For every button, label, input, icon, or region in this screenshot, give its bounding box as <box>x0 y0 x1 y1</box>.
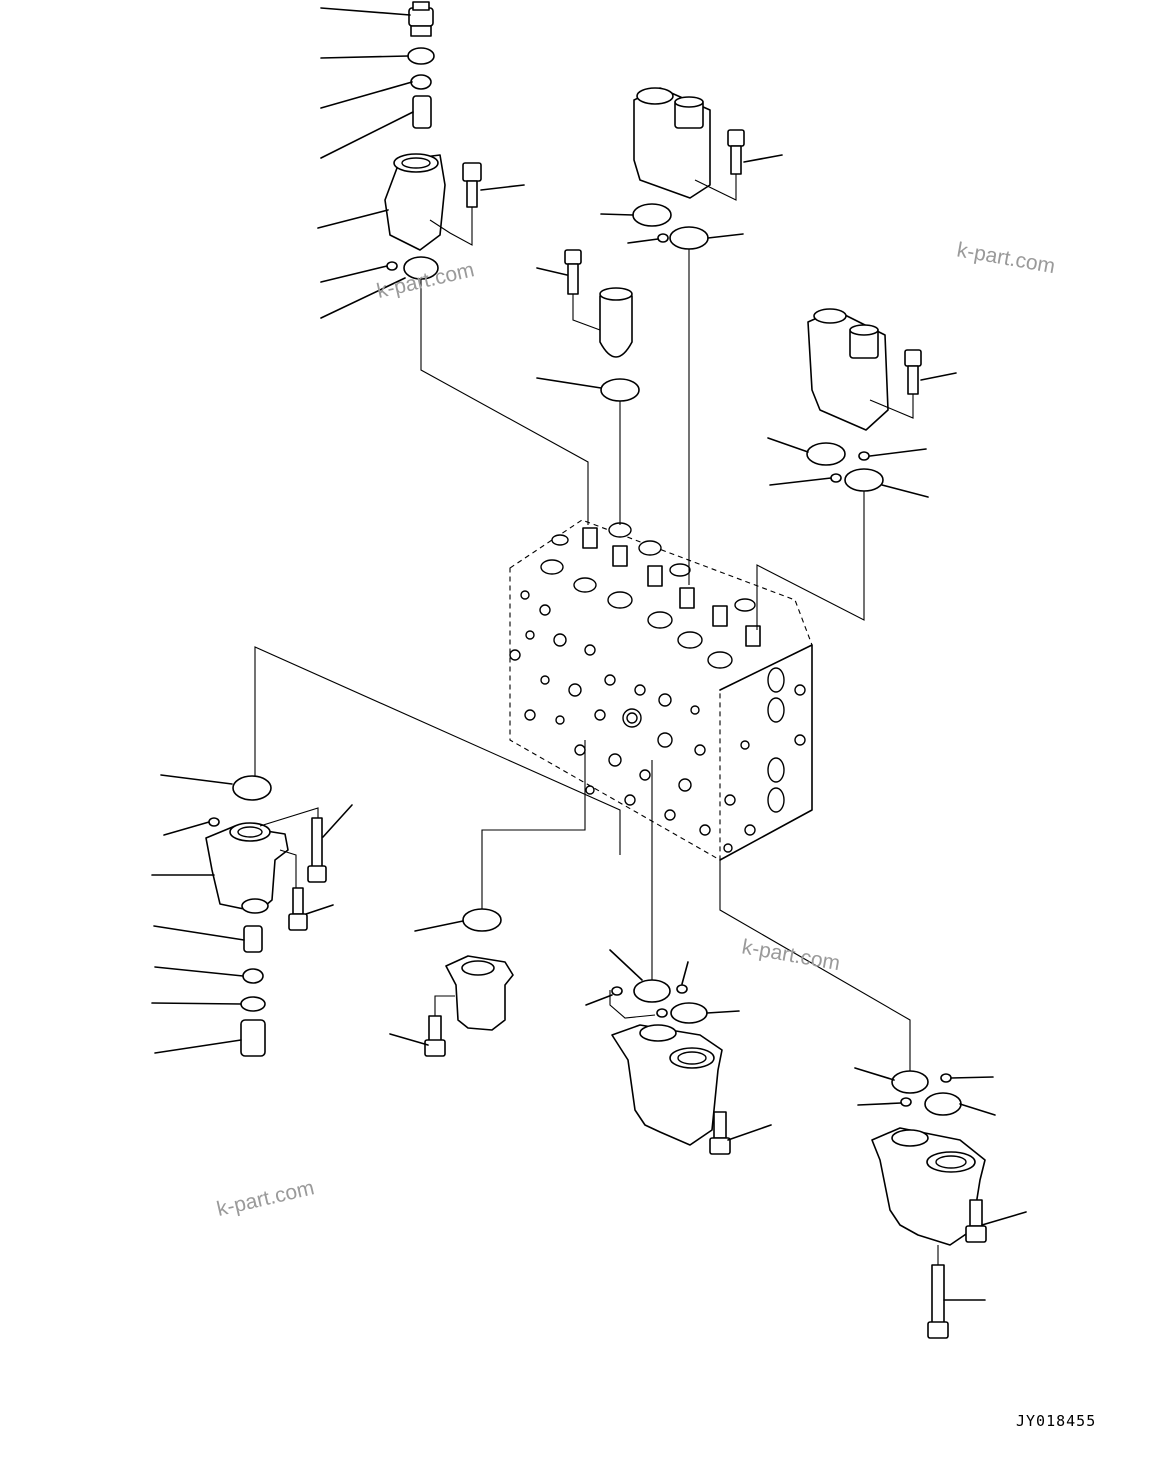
drawing-code-label: JY018455 <box>1016 1412 1097 1430</box>
bottom-center-valve <box>585 760 772 1155</box>
top-left-stack <box>384 1 482 280</box>
bottom-right-valve <box>719 860 1027 1339</box>
top-center-spool <box>536 249 640 525</box>
left-stack <box>151 646 621 1057</box>
bottom-center-cap <box>389 740 586 1057</box>
main-valve-block <box>509 519 813 861</box>
leader-lines-top-left <box>317 7 589 525</box>
right-valve-2 <box>756 308 957 630</box>
top-right-valve-1 <box>600 87 783 585</box>
